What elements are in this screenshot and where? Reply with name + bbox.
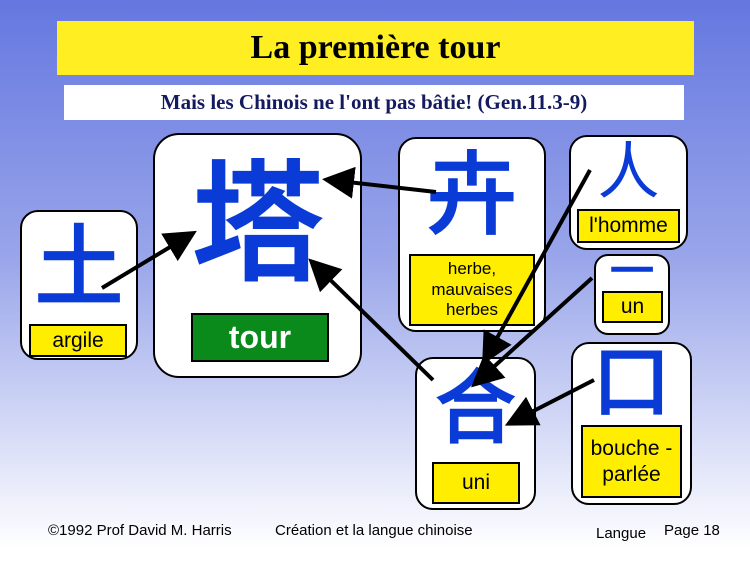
card-one: 一 un bbox=[594, 246, 670, 335]
label-unite: uni bbox=[432, 462, 520, 504]
label-earth: argile bbox=[29, 324, 127, 357]
char-earth: 土 bbox=[34, 216, 123, 319]
char-man: 人 bbox=[597, 135, 660, 208]
arrow-unite-to-tower bbox=[308, 258, 435, 382]
arrow-man-to-unite bbox=[482, 169, 592, 366]
char-tower: 塔 bbox=[192, 148, 323, 300]
label-tower: tour bbox=[191, 313, 329, 362]
footer-course: Création et la langue chinoise bbox=[275, 522, 473, 539]
label-man: l'homme bbox=[577, 209, 680, 243]
card-grass: 卉 herbe, mauvaises herbes bbox=[398, 137, 546, 332]
slide-subtitle: Mais les Chinois ne l'ont pas bâtie! (Ge… bbox=[64, 85, 684, 120]
footer-section: Langue bbox=[596, 525, 647, 542]
card-earth: 土 argile bbox=[20, 210, 138, 360]
card-mouth: 口 bouche - parlée bbox=[571, 342, 692, 505]
slide-title: La première tour bbox=[57, 21, 694, 75]
char-grass: 卉 bbox=[427, 143, 517, 248]
footer-copyright: ©1992 Prof David M. Harris bbox=[48, 522, 232, 539]
label-mouth: bouche - parlée bbox=[581, 425, 682, 498]
card-man: 人 l'homme bbox=[569, 135, 688, 250]
label-one: un bbox=[602, 291, 663, 323]
arrow-mouth-to-unite bbox=[504, 378, 595, 426]
char-mouth: 口 bbox=[592, 338, 671, 428]
arrow-earth-to-tower bbox=[100, 230, 197, 290]
label-grass: herbe, mauvaises herbes bbox=[409, 254, 535, 326]
footer-page: Page 18 bbox=[664, 522, 720, 539]
char-one: 一 bbox=[610, 246, 654, 297]
arrow-grass-to-tower bbox=[322, 166, 437, 199]
arrow-one-to-unite bbox=[471, 276, 594, 388]
